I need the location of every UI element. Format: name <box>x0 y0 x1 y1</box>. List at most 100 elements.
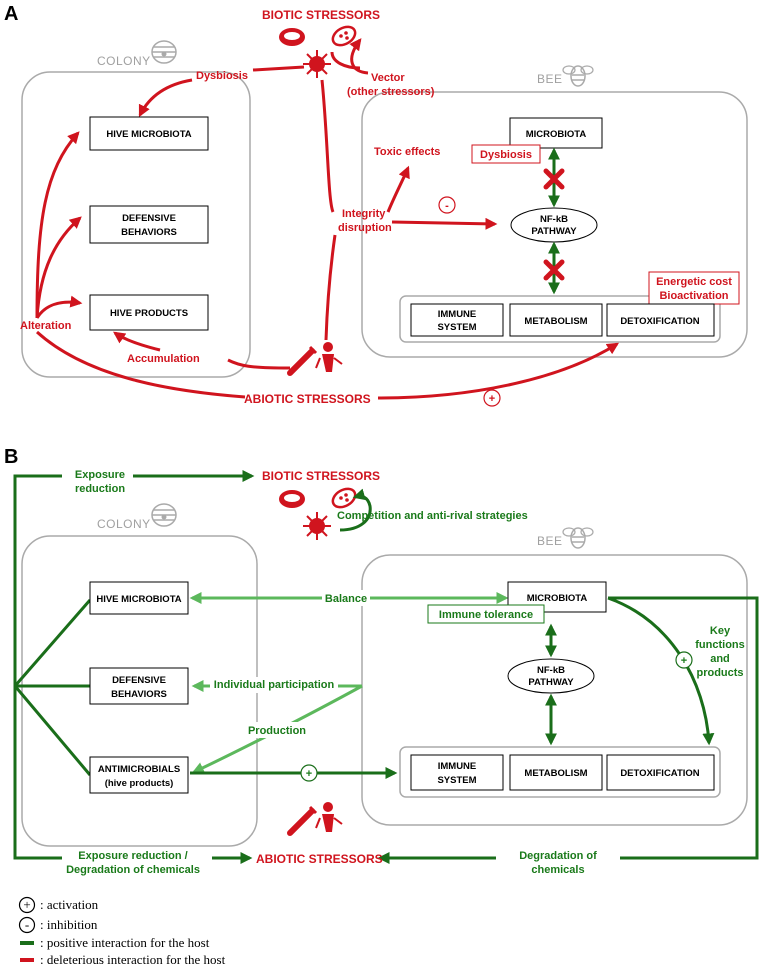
hive-products-box <box>89 294 209 331</box>
energetic-text-1: Energetic cost <box>656 276 732 288</box>
legend-plus: + <box>23 897 30 912</box>
bee-systems-frame-b <box>399 746 721 798</box>
individual-label-bg <box>210 677 338 693</box>
detox-box <box>606 303 715 337</box>
degradation-label-bg <box>496 848 620 878</box>
hive-icon <box>151 40 177 64</box>
colony-label-b: COLONY <box>97 517 151 531</box>
exposure-reduction-label-1: Exposure reduction / <box>78 850 187 862</box>
immune-tolerance-box <box>427 604 545 624</box>
immune-text-b-1: IMMUNE <box>438 761 477 772</box>
balance-label-bg <box>322 590 370 606</box>
vector-label-1: Vector <box>371 72 405 84</box>
inhibition-sign: - <box>445 200 449 212</box>
key-label-3: and <box>710 653 730 665</box>
degradation-label-2: chemicals <box>531 864 584 876</box>
abiotic-to-detox-arrow <box>377 342 620 400</box>
abiotic-stressors-label-b: ABIOTIC STRESSORS <box>256 852 383 866</box>
balance-label: Balance <box>325 593 367 605</box>
metabolism-box-b <box>509 754 603 791</box>
antimicrobials-box <box>89 756 189 794</box>
competition-label: Competition and anti-rival strategies <box>337 510 528 522</box>
vector-label-2: (other stressors) <box>347 86 435 98</box>
vector-link <box>330 51 361 70</box>
dysbiosis-link <box>252 65 305 72</box>
defensive-text-b-2: BEHAVIORS <box>111 689 167 700</box>
alteration-arrow-defensive <box>35 216 82 319</box>
antimicrobials-text-2: (hive products) <box>105 778 174 789</box>
exposure-label-2: reduction <box>75 483 125 495</box>
bee-icon-b <box>562 527 594 549</box>
exposure-bracket-line <box>13 474 253 864</box>
legend-deleterious-swatch <box>20 958 34 962</box>
dysbiosis-box-text: Dysbiosis <box>480 149 532 161</box>
inhibition-symbol <box>438 196 456 214</box>
branch-antimicrobials <box>13 685 92 776</box>
degradation-label-1: Degradation of <box>519 850 597 862</box>
production-label: Production <box>248 725 306 737</box>
bee-area <box>361 91 748 358</box>
panel-b-letter: B <box>4 446 18 468</box>
colony-area <box>21 71 251 378</box>
microbiota-box <box>509 117 603 149</box>
legend-positive-swatch <box>20 941 34 945</box>
immune-box <box>410 303 504 337</box>
legend-minus: - <box>25 917 29 932</box>
defensive-text-2: BEHAVIORS <box>121 227 177 238</box>
immune-box-b <box>410 754 504 791</box>
hive-products-text: HIVE PRODUCTS <box>110 308 188 319</box>
sprayer-person-icon <box>315 342 343 372</box>
metabolism-text: METABOLISM <box>524 316 587 327</box>
immune-tolerance-text: Immune tolerance <box>439 609 533 621</box>
bee-icon <box>562 65 594 87</box>
integrity-label-1: Integrity <box>342 208 386 220</box>
mite-icon-b <box>279 490 305 508</box>
immune-text-1: IMMUNE <box>438 309 477 320</box>
competition-arrow <box>339 488 372 532</box>
panel-a-letter: A <box>4 3 18 25</box>
nfkb-text-2: PATHWAY <box>531 226 577 237</box>
hive-microbiota-text: HIVE MICROBIOTA <box>106 129 191 140</box>
legend-activation-symbol <box>18 896 36 914</box>
abiotic-stressors-label: ABIOTIC STRESSORS <box>244 392 371 406</box>
bacterium-icon <box>331 25 357 47</box>
exposure-reduction-label-2: Degradation of chemicals <box>66 864 200 876</box>
antimicrobials-text-1: ANTIMICROBIALS <box>98 764 180 775</box>
defensive-text-1: DEFENSIVE <box>122 213 176 224</box>
nfkb-text-1: NF-kB <box>540 214 568 225</box>
energetic-box <box>648 271 740 305</box>
hive-microbiota-box <box>89 116 209 151</box>
legend-positive-text: : positive interaction for the host <box>40 935 210 950</box>
immune-text-b-2: SYSTEM <box>437 775 476 786</box>
defensive-text-b-1: DEFENSIVE <box>112 675 166 686</box>
metabolism-box <box>509 303 603 337</box>
toxic-effects-label: Toxic effects <box>374 146 440 158</box>
accumulation-arrow <box>113 331 161 352</box>
bee-systems-frame <box>399 295 721 343</box>
sprayer-person-icon-b <box>315 802 343 832</box>
biotic-stressors-label-b: BIOTIC STRESSORS <box>262 469 380 483</box>
colony-label: COLONY <box>97 54 151 68</box>
key-functions-arrow <box>607 596 715 746</box>
blocked-cross-upper <box>543 168 565 190</box>
hive-microbiota-box-b <box>89 581 189 615</box>
degradation-bracket-line <box>377 596 759 864</box>
panel-a: A COLONY BEE BIOTIC STRESSORS <box>4 3 748 407</box>
virus-icon-b <box>303 512 331 540</box>
nfkb-text-b-2: PATHWAY <box>528 677 574 688</box>
detox-text-b: DETOXIFICATION <box>620 768 699 779</box>
activation-sign-b2: + <box>681 655 687 667</box>
branch-hive-microbiota <box>13 599 92 687</box>
production-label-bg <box>244 722 310 738</box>
panel-b: B COLONY BEE Exposure reduction BIOTIC S… <box>4 446 759 878</box>
bee-label: BEE <box>537 72 563 86</box>
activation-sign-b1: + <box>306 768 312 780</box>
syringe-icon-b <box>287 805 318 836</box>
bee-area-b <box>361 554 748 826</box>
activation-symbol-a <box>483 389 501 407</box>
activation-sign-a: + <box>489 393 495 405</box>
microbiota-text-b: MICROBIOTA <box>527 593 588 604</box>
mite-icon <box>279 28 305 46</box>
accumulation-label: Accumulation <box>127 353 200 365</box>
nfkb-ellipse-b <box>507 658 595 694</box>
